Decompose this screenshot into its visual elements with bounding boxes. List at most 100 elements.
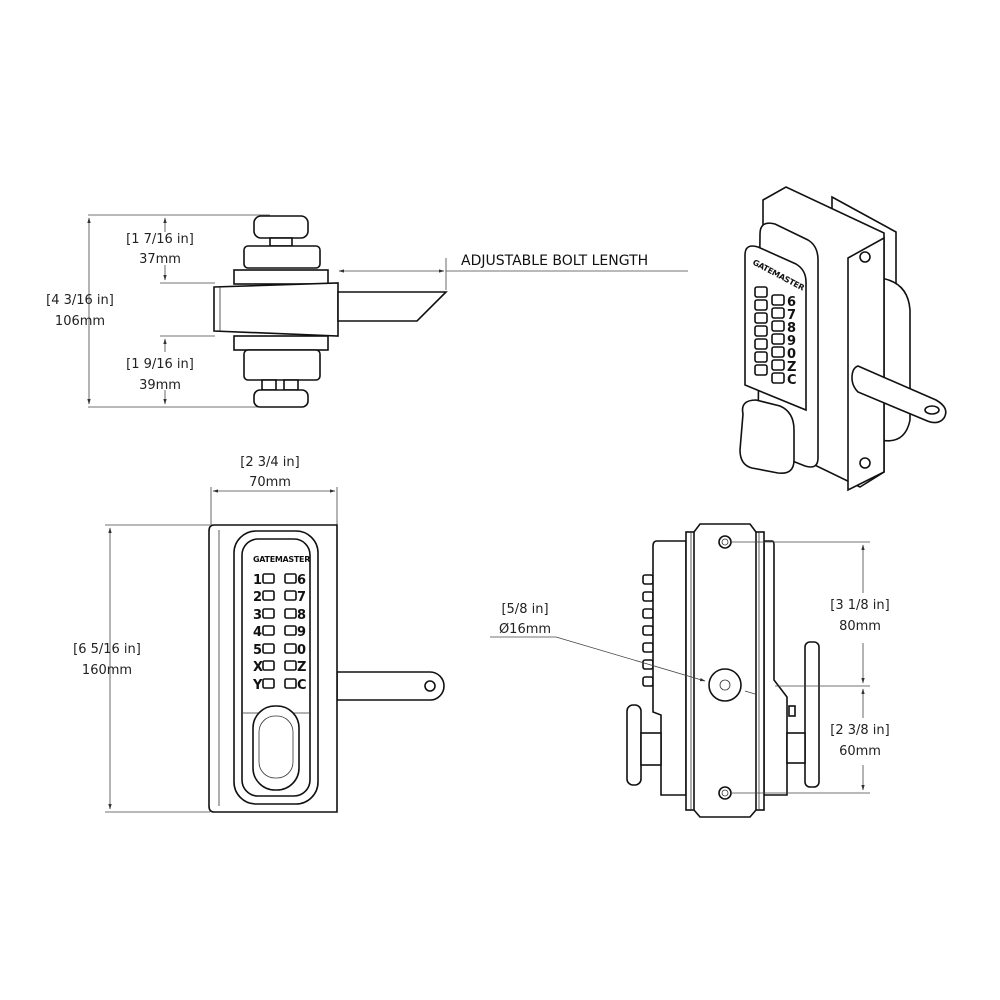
key-label: 2 [253,590,262,605]
top-collar [243,245,321,269]
case-body [213,282,339,337]
iso-key [754,299,768,311]
iso-key [771,307,785,319]
iso-key [771,359,785,371]
side-view: [5/8 in] Ø16mm [3 1/8 in] 80mm [2 3/8 in… [490,523,890,818]
iso-bolt [851,365,947,424]
iso-key-label: 6 [787,295,796,310]
front-keypad: 1 6 2 7 3 8 4 9 5 0 X Z Y [252,573,307,693]
iso-key-label: 9 [787,334,796,349]
side-stem-left [640,732,662,766]
side-handle [804,641,820,788]
top-flange [233,269,329,285]
key-label: Z [297,660,306,675]
iso-key [754,364,768,376]
iso-key-label: C [787,373,797,388]
front-thumb-turn [252,705,300,791]
upper-dimension-mm: 80mm [839,619,881,634]
key-label: 3 [253,608,262,623]
front-bolt [336,671,445,701]
key-label: 8 [297,608,306,623]
bolt-length-label: ADJUSTABLE BOLT LENGTH [461,253,648,269]
width-in: [2 3/4 in] [240,455,299,470]
key-button [284,660,297,671]
lower-dimension-in: [2 3/8 in] [830,723,889,738]
bolt-hole [708,668,742,702]
key-button [284,643,297,654]
lower-dimension-mm: 60mm [839,744,881,759]
iso-key [754,351,768,363]
key-button [262,590,275,601]
hole-size-mm: Ø16mm [499,622,551,637]
iso-bolt-hole [924,405,940,415]
iso-keys [754,286,785,384]
bottom-collar [243,349,321,381]
key-button [262,643,275,654]
total-dimension-mm: 106mm [55,314,105,329]
key-label: X [253,660,263,675]
iso-key-label: 0 [787,347,796,362]
key-button [284,678,297,689]
bottom-dimension-mm: 39mm [139,378,181,393]
key-label: 4 [253,625,262,640]
width-mm: 70mm [249,475,291,490]
key-button [262,608,275,619]
key-label: 6 [297,573,306,588]
top-view: [1 7/16 in] 37mm [4 3/16 in] 106mm [1 9/… [46,214,688,408]
key-label: 5 [253,643,262,658]
key-label: 9 [297,625,306,640]
iso-key [771,372,785,384]
front-bolt-hole [424,680,436,692]
key-label: Y [252,678,263,693]
key-label: 1 [253,573,262,588]
iso-key [771,294,785,306]
iso-key [771,346,785,358]
iso-key [754,338,768,350]
iso-key [754,312,768,324]
height-in: [6 5/16 in] [73,642,141,657]
iso-key [754,325,768,337]
top-knob [253,215,309,239]
front-view: [2 3/4 in] 70mm [6 5/16 in] 160mm GATEMA… [73,455,445,813]
iso-front-plate [847,236,885,492]
iso-key-label: 7 [787,308,796,323]
iso-key-label: Z [787,360,796,375]
side-keypad-body [652,540,687,796]
side-screw-bottom [718,786,732,800]
key-button [284,573,297,584]
side-back-body [763,540,788,796]
bottom-knob [253,389,309,408]
iso-screw-top [859,251,871,263]
key-button [262,660,275,671]
side-thumb-left [626,704,642,786]
key-label: 0 [297,643,306,658]
iso-key [754,286,768,298]
bolt [337,291,448,322]
height-mm: 160mm [82,663,132,678]
iso-key-label: 8 [787,321,796,336]
key-button [262,678,275,689]
side-screw-top [718,535,732,549]
top-dimension-mm: 37mm [139,252,181,267]
bottom-dimension-in: [1 9/16 in] [126,357,194,372]
iso-key [771,333,785,345]
iso-key-labels: 6 7 8 9 0 Z C [787,295,797,388]
key-button [284,590,297,601]
upper-dimension-in: [3 1/8 in] [830,598,889,613]
iso-key [771,320,785,332]
hole-leader [555,636,706,682]
key-button [284,608,297,619]
isometric-view: GATEMASTER 6 7 8 9 0 Z C [739,186,947,492]
key-button [262,625,275,636]
front-brand-text: GATEMASTER [253,555,310,564]
key-button [284,625,297,636]
bottom-flange [233,335,329,351]
top-stem [269,237,293,247]
iso-screw-bottom [859,457,871,469]
side-keys [642,574,654,687]
total-dimension-in: [4 3/16 in] [46,293,114,308]
top-dimension-in: [1 7/16 in] [126,232,194,247]
key-label: C [297,678,307,693]
key-label: 7 [297,590,306,605]
